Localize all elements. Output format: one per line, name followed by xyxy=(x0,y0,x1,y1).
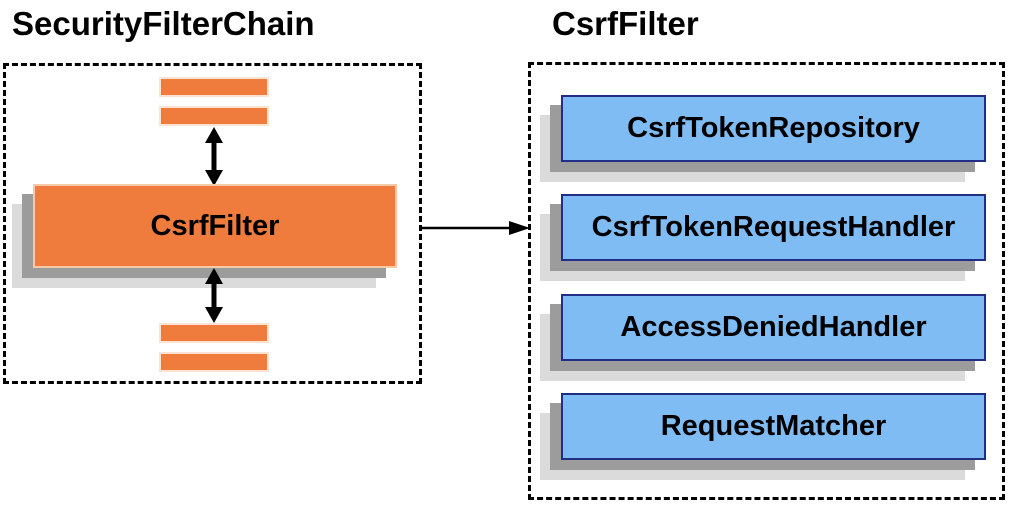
component-box-csrf-token-repository: CsrfTokenRepository xyxy=(561,95,986,162)
double-headed-arrow-icon xyxy=(205,268,223,323)
filter-placeholder-bar xyxy=(159,106,269,126)
component-label: CsrfTokenRepository xyxy=(627,112,920,144)
csrf-filter-box: CsrfFilter xyxy=(33,184,397,268)
filter-placeholder-bar xyxy=(159,323,269,343)
csrf-filter-box-label: CsrfFilter xyxy=(150,209,280,242)
security-filter-chain-container: CsrfFilter xyxy=(3,63,422,384)
double-headed-arrow-icon xyxy=(205,127,223,186)
csrf-filter-components-container: CsrfTokenRepository CsrfTokenRequestHand… xyxy=(528,62,1005,500)
right-arrow-icon xyxy=(421,221,530,235)
component-box-csrf-token-request-handler: CsrfTokenRequestHandler xyxy=(561,194,986,261)
left-panel-title: SecurityFilterChain xyxy=(12,5,315,42)
component-label: AccessDeniedHandler xyxy=(620,311,927,343)
right-panel-title: CsrfFilter xyxy=(552,5,699,42)
component-label: CsrfTokenRequestHandler xyxy=(591,211,956,243)
filter-placeholder-bar xyxy=(159,77,269,97)
filter-placeholder-bar xyxy=(159,352,269,372)
component-box-access-denied-handler: AccessDeniedHandler xyxy=(561,294,986,361)
component-box-request-matcher: RequestMatcher xyxy=(561,393,986,460)
component-label: RequestMatcher xyxy=(660,410,887,442)
